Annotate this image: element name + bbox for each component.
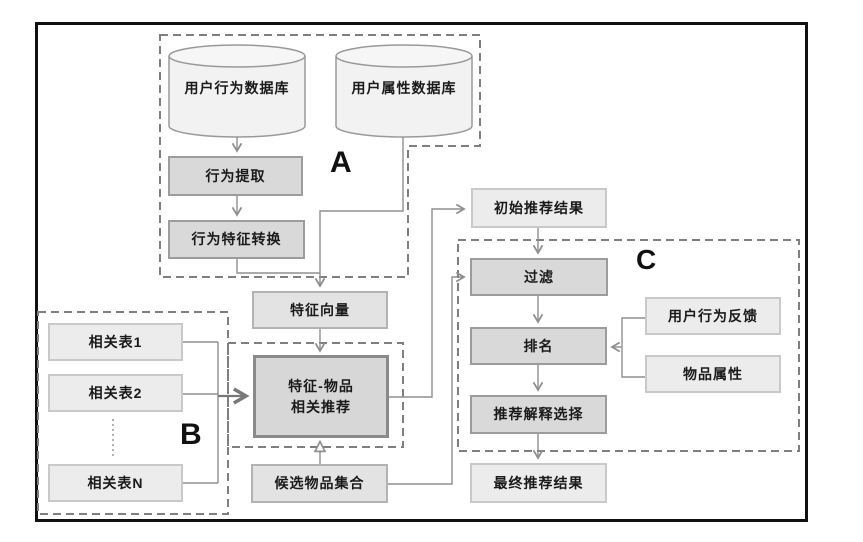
region-c-outline (457, 239, 800, 452)
region-a-outline (159, 34, 481, 278)
node-ranking: 排名 (470, 327, 607, 365)
node-user-behavior-db: 用户行为数据库 (169, 78, 305, 98)
node-user-feedback: 用户行为反馈 (645, 297, 781, 335)
node-label-line1: 特征-物品 (288, 378, 354, 395)
node-explanation-select: 推荐解释选择 (470, 395, 607, 434)
node-related-table-1: 相关表1 (48, 323, 183, 361)
edge-attrdb-featurevector (314, 137, 404, 288)
node-filter: 过滤 (470, 258, 608, 296)
region-c-label: C (636, 244, 657, 275)
node-behavior-feature-convert: 行为特征转换 (168, 220, 305, 259)
edge-convert-join (236, 259, 320, 274)
node-initial-results: 初始推荐结果 (471, 188, 607, 228)
node-candidate-items: 候选物品集合 (251, 464, 388, 503)
node-feature-vector: 特征向量 (252, 291, 388, 329)
node-user-attr-db: 用户属性数据库 (336, 78, 472, 98)
node-related-table-n: 相关表N (48, 464, 183, 502)
user-behavior-db-shape (168, 44, 306, 138)
node-label: 用户属性数据库 (351, 80, 457, 96)
edge-featureitem-initial (388, 203, 466, 398)
node-related-table-2: 相关表2 (48, 374, 183, 412)
edge-feedback-attrs-bus (621, 317, 645, 378)
node-behavior-extract: 行为提取 (168, 156, 303, 196)
edge-candidate-filter (388, 271, 466, 485)
node-final-results: 最终推荐结果 (470, 463, 607, 503)
node-feature-item-rec: 特征-物品 相关推荐 (253, 355, 389, 438)
node-item-attrs: 物品属性 (645, 355, 781, 393)
node-label: 用户行为数据库 (184, 80, 290, 96)
region-b-label: B (180, 418, 202, 451)
user-attr-db-shape (335, 44, 473, 138)
region-a-label: A (330, 146, 352, 179)
node-label-line2: 相关推荐 (291, 398, 351, 415)
outer-frame (35, 22, 808, 522)
